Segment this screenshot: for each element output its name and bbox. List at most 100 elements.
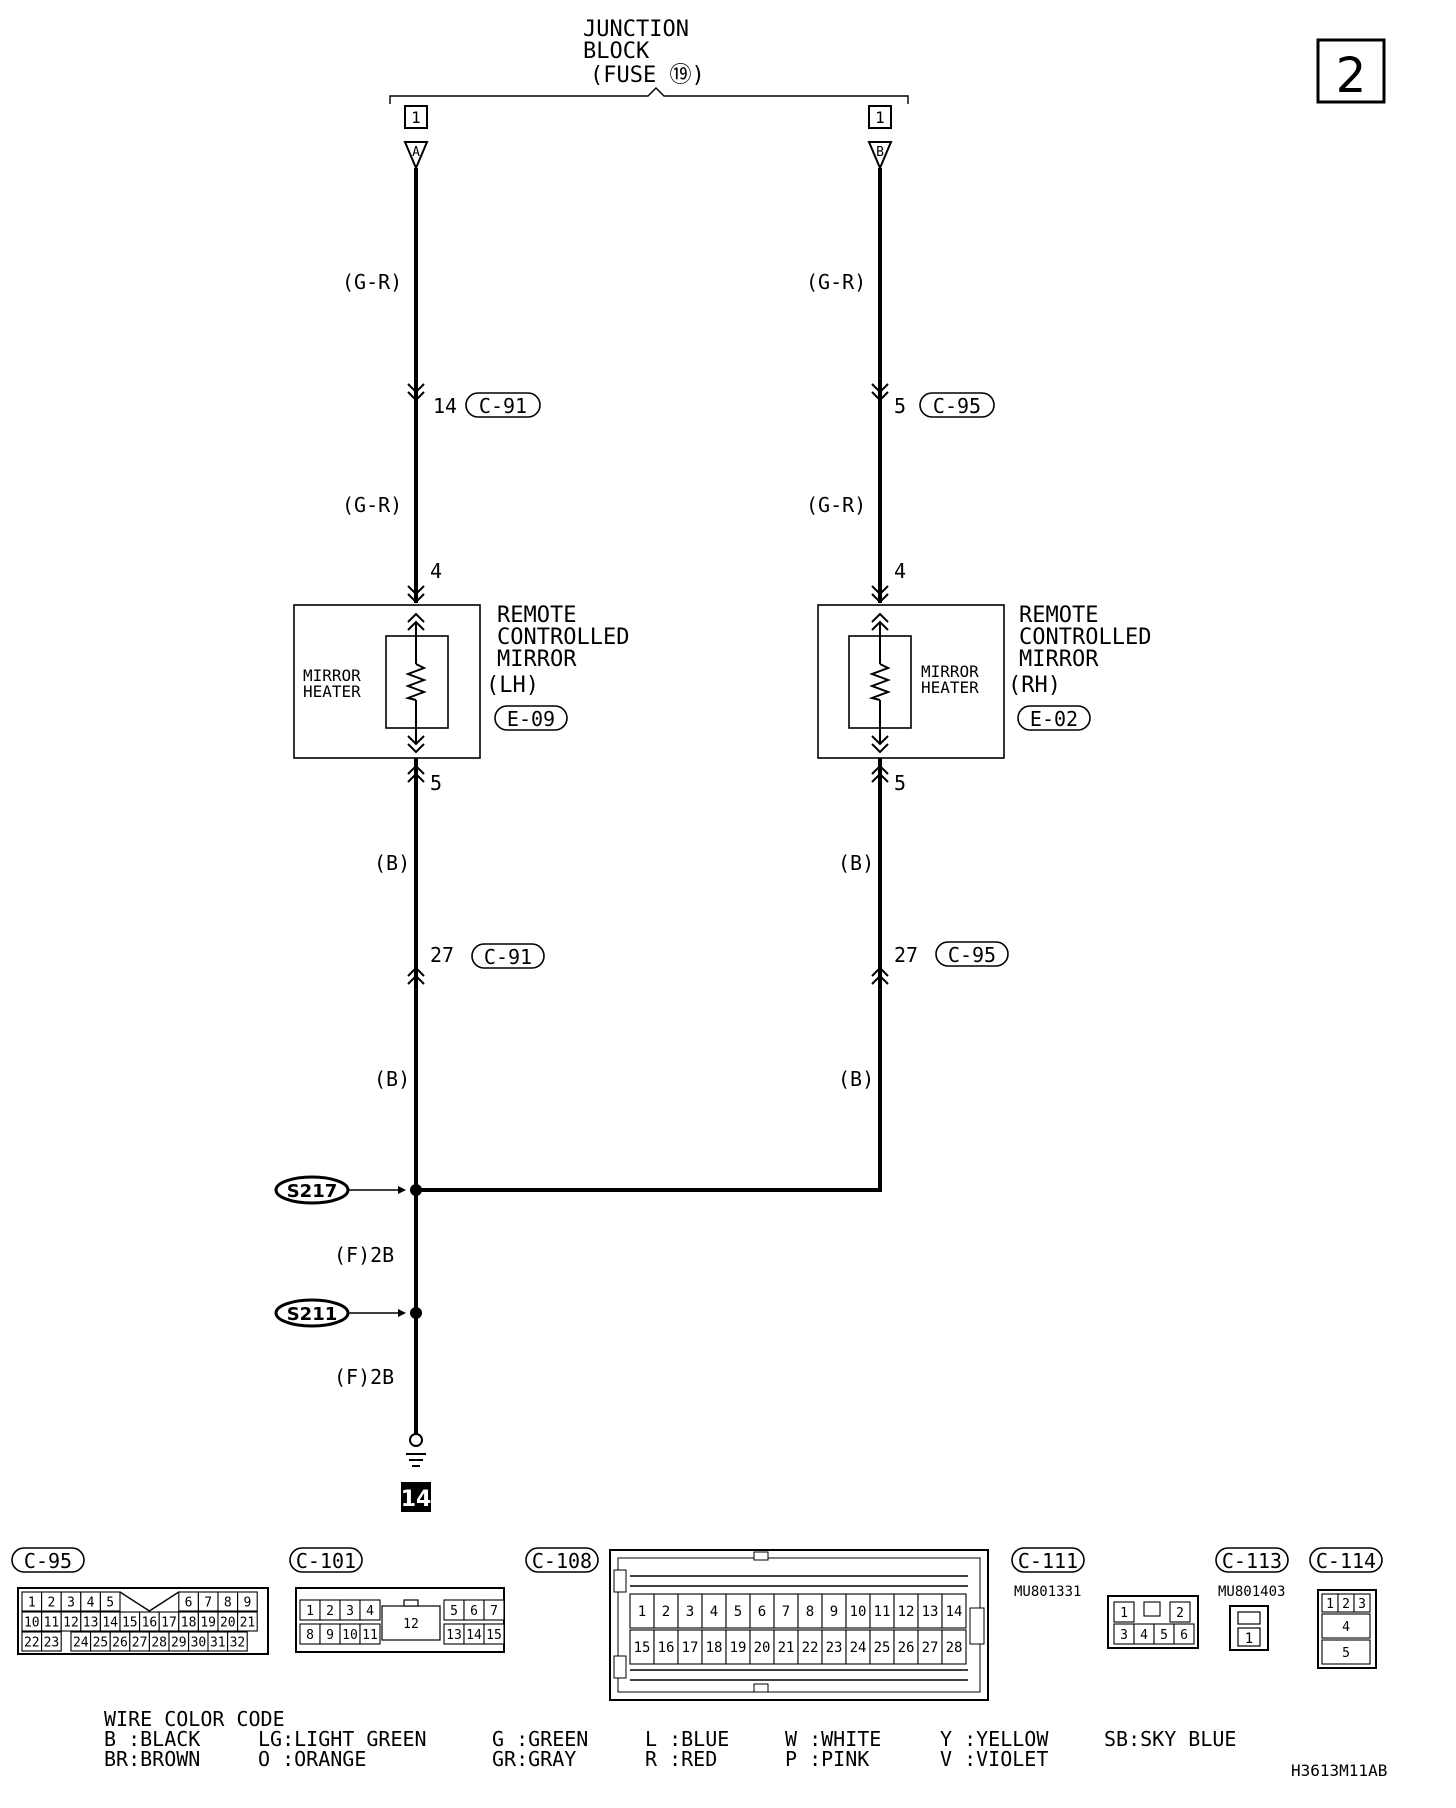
c95-pin: 7: [204, 1596, 212, 1611]
c113-pin: 1: [1245, 1631, 1253, 1647]
c108-pin: 23: [826, 1640, 843, 1656]
c108-pin: 4: [710, 1604, 718, 1620]
right-mirror-pin-out: 5: [894, 771, 906, 795]
right-component-side: (RH): [1008, 673, 1061, 698]
c108-pin: 25: [874, 1640, 891, 1656]
left-component-connector: E-09: [507, 707, 555, 731]
c95-pin: 20: [220, 1616, 236, 1631]
c101-pin: 4: [366, 1604, 374, 1619]
c95-pin: 28: [151, 1636, 167, 1651]
legend-entry: V :VIOLET: [940, 1747, 1048, 1771]
legend-entry: G :GREEN: [492, 1727, 588, 1751]
c108-pin: 10: [850, 1604, 867, 1620]
c108-pin: 14: [946, 1604, 963, 1620]
c95-pin: 27: [132, 1636, 148, 1651]
connector-view-c113: C-113 MU801403 1: [1215, 1547, 1289, 1651]
c108-pin: 2: [662, 1604, 670, 1620]
c111-label: C-111: [1018, 1549, 1078, 1573]
c95-pin: 6: [185, 1596, 193, 1611]
c95-pin: 18: [181, 1616, 197, 1631]
c108-pin: 18: [706, 1640, 723, 1656]
left-mirror-pin-in: 4: [430, 559, 442, 583]
c95-pin: 4: [87, 1596, 95, 1611]
c111-part-no: MU801331: [1014, 1584, 1081, 1600]
right-connector-1: C-95: [933, 394, 981, 418]
right-mirror-pin-in: 4: [894, 559, 906, 583]
c101-pin: 7: [490, 1604, 498, 1619]
c111-pin: 3: [1120, 1628, 1128, 1643]
c108-pin: 24: [850, 1640, 867, 1656]
splice-s211-label: S211: [287, 1304, 338, 1325]
legend-entry: R :RED: [645, 1747, 717, 1771]
c95-pin: 24: [73, 1636, 89, 1651]
c95-pin: 22: [24, 1636, 40, 1651]
left-component-name-3: MIRROR: [497, 647, 577, 672]
right-wire-color-1: (G-R): [806, 270, 866, 294]
left-wire-color-4: (B): [374, 1067, 410, 1091]
c95-pin: 17: [161, 1616, 177, 1631]
c95-pin: 32: [230, 1636, 246, 1651]
c108-pin: 16: [658, 1640, 675, 1656]
c95-pin: 25: [93, 1636, 109, 1651]
c114-pin: 2: [1342, 1597, 1350, 1612]
terminal-b: 1 B: [867, 105, 893, 171]
c101-pin: 9: [326, 1628, 334, 1643]
ground-number: 14: [401, 1487, 432, 1512]
right-wire-color-3: (B): [838, 851, 874, 875]
c108-pin: 15: [634, 1640, 651, 1656]
left-wire-color-1: (G-R): [342, 270, 402, 294]
left-component-name-2: CONTROLLED: [497, 625, 629, 650]
c108-pin: 12: [898, 1604, 915, 1620]
terminal-a-label: 1: [411, 108, 421, 127]
c111-pin: 5: [1160, 1628, 1168, 1643]
legend-entry: L :BLUE: [645, 1727, 729, 1751]
c95-pin: 16: [142, 1616, 158, 1631]
c95-pin: 1: [28, 1596, 36, 1611]
c114-pin: 5: [1342, 1646, 1350, 1661]
c95-pin: 31: [210, 1636, 226, 1651]
c101-pin: 10: [342, 1628, 358, 1643]
terminal-a: 1 A: [403, 105, 429, 171]
c95-pin: 29: [171, 1636, 187, 1651]
terminal-b-label: 1: [875, 108, 885, 127]
c95-pin: 30: [191, 1636, 207, 1651]
splice-wire-2: (F)2B: [334, 1365, 394, 1389]
left-mirror-pin-out: 5: [430, 771, 442, 795]
c108-pin: 11: [874, 1604, 891, 1620]
c101-pin: 14: [466, 1628, 482, 1643]
right-connector-pin-2: 27: [894, 943, 918, 967]
c108-pin: 5: [734, 1604, 742, 1620]
c95-pin: 10: [24, 1616, 40, 1631]
right-connector-pin-1: 5: [894, 394, 906, 418]
c101-pin: 15: [486, 1628, 502, 1643]
legend-entry: B :BLACK: [104, 1727, 200, 1751]
right-wire-color-2: (G-R): [806, 493, 866, 517]
c108-label: C-108: [532, 1549, 592, 1573]
right-inner-label-2: HEATER: [921, 678, 979, 697]
c108-pin: 28: [946, 1640, 963, 1656]
junction-block-header: JUNCTION BLOCK (FUSE ⑲): [389, 17, 909, 104]
right-inner-label-1: MIRROR: [921, 662, 979, 681]
figure-code: H3613M11AB: [1291, 1761, 1387, 1780]
c113-label: C-113: [1222, 1549, 1282, 1573]
splice-s217-label: S217: [287, 1181, 338, 1202]
junction-block-fuse: (FUSE ⑲): [590, 63, 705, 88]
legend-entry: LG:LIGHT GREEN: [258, 1727, 427, 1751]
right-wire-color-4: (B): [838, 1067, 874, 1091]
c108-pin: 20: [754, 1640, 771, 1656]
c95-pin: 11: [44, 1616, 60, 1631]
c95-pin: 9: [243, 1596, 251, 1611]
left-inner-label-2: HEATER: [303, 682, 361, 701]
left-connector-pin-1: 14: [433, 394, 457, 418]
c95-pin: 14: [102, 1616, 118, 1631]
left-wire-color-2: (G-R): [342, 493, 402, 517]
c95-pin: 21: [240, 1616, 256, 1631]
c111-pin: 2: [1176, 1606, 1184, 1621]
